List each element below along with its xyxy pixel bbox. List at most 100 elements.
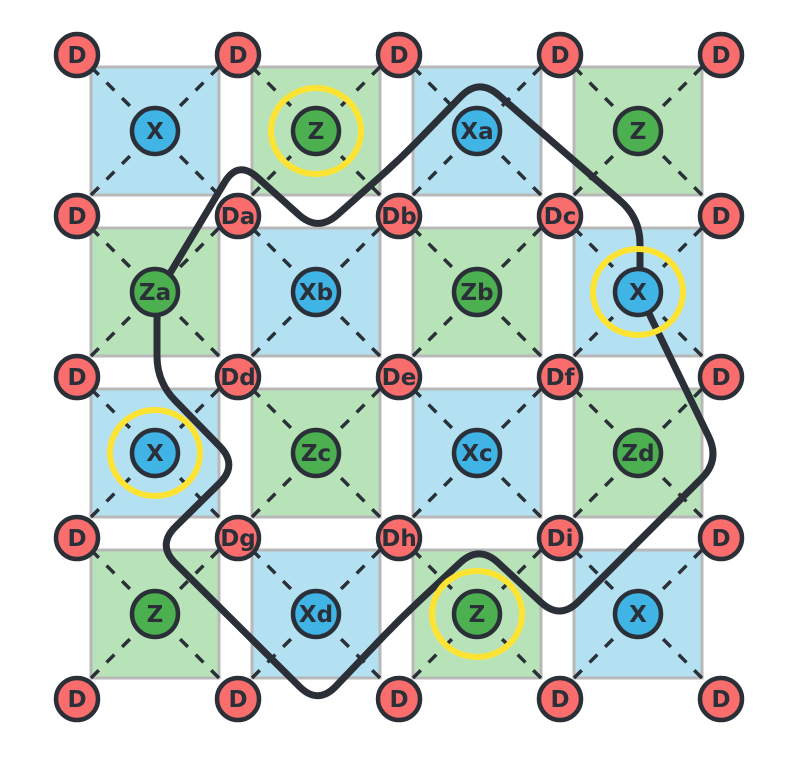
stabilizer-circle xyxy=(290,588,342,640)
stabilizer-label: X xyxy=(146,119,164,145)
stabilizer-label: Zd xyxy=(621,441,654,467)
data-qubit-label: Da xyxy=(221,204,256,230)
data-qubit-node[interactable]: D xyxy=(536,675,584,723)
data-qubit-label: D xyxy=(67,687,86,713)
highlight-rings-layer xyxy=(107,85,686,660)
stabilizer-node-x[interactable]: Xc xyxy=(451,427,503,479)
data-qubit-node[interactable]: D xyxy=(536,31,584,79)
data-qubit-node[interactable]: Dg xyxy=(214,514,262,562)
data-qubit-label: D xyxy=(550,687,569,713)
data-qubit-node[interactable]: D xyxy=(697,353,745,401)
stabilizer-label: X xyxy=(629,602,647,628)
stabilizer-node-x[interactable]: X xyxy=(129,427,181,479)
stabilizer-node-x[interactable]: Xb xyxy=(290,266,342,318)
highlight-ring xyxy=(429,568,525,660)
stabilizer-circle xyxy=(290,427,342,479)
data-qubit-node[interactable]: D xyxy=(214,31,262,79)
stabilizer-node-x[interactable]: X xyxy=(612,266,664,318)
stabilizer-node-z[interactable]: Z xyxy=(129,588,181,640)
stabilizer-circle xyxy=(129,266,181,318)
stabilizer-node-x[interactable]: X xyxy=(612,588,664,640)
data-qubit-circle xyxy=(536,192,584,240)
data-qubit-node[interactable]: Da xyxy=(214,192,262,240)
stabilizer-label: Xa xyxy=(460,119,493,145)
stabilizer-circle xyxy=(129,105,181,157)
stabilizer-node-z[interactable]: Z xyxy=(612,105,664,157)
stabilizer-circle xyxy=(290,105,342,157)
stabilizer-node-z[interactable]: Za xyxy=(129,266,181,318)
data-qubit-circle xyxy=(536,31,584,79)
data-qubit-label: D xyxy=(228,43,247,69)
stabilizer-node-x[interactable]: X xyxy=(129,105,181,157)
data-qubit-node[interactable]: Dc xyxy=(536,192,584,240)
data-qubit-node[interactable]: De xyxy=(375,353,423,401)
stabilizer-label: Z xyxy=(147,602,164,628)
data-qubit-node[interactable]: D xyxy=(697,31,745,79)
data-qubit-circle xyxy=(53,192,101,240)
data-qubit-label: Dh xyxy=(381,526,416,552)
data-qubit-circle xyxy=(53,675,101,723)
stabilizer-label: Za xyxy=(139,280,171,306)
data-qubit-node[interactable]: D xyxy=(53,31,101,79)
data-qubit-node[interactable]: D xyxy=(53,192,101,240)
data-qubit-circle xyxy=(375,192,423,240)
data-qubit-node[interactable]: Dd xyxy=(214,353,262,401)
data-qubit-node[interactable]: D xyxy=(53,514,101,562)
data-qubit-circle xyxy=(214,675,262,723)
stabilizer-circle xyxy=(451,588,503,640)
data-qubit-circle xyxy=(53,514,101,562)
stabilizer-node-z[interactable]: Z xyxy=(451,588,503,640)
stabilizer-node-x[interactable]: Xa xyxy=(451,105,503,157)
stabilizer-circle xyxy=(451,427,503,479)
data-qubit-circle xyxy=(697,192,745,240)
stabilizer-circle xyxy=(451,105,503,157)
data-qubit-label: Dg xyxy=(220,526,256,552)
stabilizer-node-x[interactable]: Xd xyxy=(290,588,342,640)
error-chain-loop xyxy=(153,83,717,700)
stabilizer-node-z[interactable]: Zb xyxy=(451,266,503,318)
data-qubit-circle xyxy=(697,514,745,562)
stabilizer-node-z[interactable]: Zc xyxy=(290,427,342,479)
data-qubit-circle xyxy=(697,353,745,401)
stabilizer-label: Zc xyxy=(301,441,331,467)
data-qubit-node[interactable]: D xyxy=(53,675,101,723)
data-qubit-node[interactable]: D xyxy=(697,675,745,723)
data-qubit-circle xyxy=(536,514,584,562)
data-qubit-node[interactable]: Di xyxy=(536,514,584,562)
stabilizer-circle xyxy=(129,588,181,640)
error-chain-loop-layer xyxy=(153,83,717,700)
data-qubit-node[interactable]: Db xyxy=(375,192,423,240)
stabilizer-circle xyxy=(612,588,664,640)
data-qubit-label: D xyxy=(711,204,730,230)
data-qubit-node[interactable]: D xyxy=(53,353,101,401)
stabilizer-label: Zb xyxy=(460,280,493,306)
data-qubit-node[interactable]: D xyxy=(214,675,262,723)
data-qubit-label: Df xyxy=(545,365,575,391)
stabilizer-label: Xd xyxy=(299,602,333,628)
data-qubit-label: D xyxy=(67,43,86,69)
data-qubit-circle xyxy=(375,353,423,401)
data-qubit-circle xyxy=(214,192,262,240)
data-qubit-circle xyxy=(375,675,423,723)
data-qubit-node[interactable]: D xyxy=(697,514,745,562)
data-qubit-label: D xyxy=(711,687,730,713)
stabilizer-node-z[interactable]: Zd xyxy=(612,427,664,479)
stabilizer-node-z[interactable]: Z xyxy=(290,105,342,157)
stabilizer-label: Z xyxy=(308,119,325,145)
data-qubit-node[interactable]: Dh xyxy=(375,514,423,562)
data-qubit-circle xyxy=(214,31,262,79)
stabilizer-circle xyxy=(612,266,664,318)
stabilizer-circle xyxy=(290,266,342,318)
data-qubit-circle xyxy=(53,31,101,79)
data-qubit-node[interactable]: D xyxy=(697,192,745,240)
data-qubit-label: De xyxy=(382,365,417,391)
data-qubit-node[interactable]: D xyxy=(375,675,423,723)
data-qubit-label: D xyxy=(711,526,730,552)
data-qubit-label: D xyxy=(67,204,86,230)
data-qubit-label: D xyxy=(711,365,730,391)
data-qubit-node[interactable]: D xyxy=(375,31,423,79)
data-qubit-node[interactable]: Df xyxy=(536,353,584,401)
